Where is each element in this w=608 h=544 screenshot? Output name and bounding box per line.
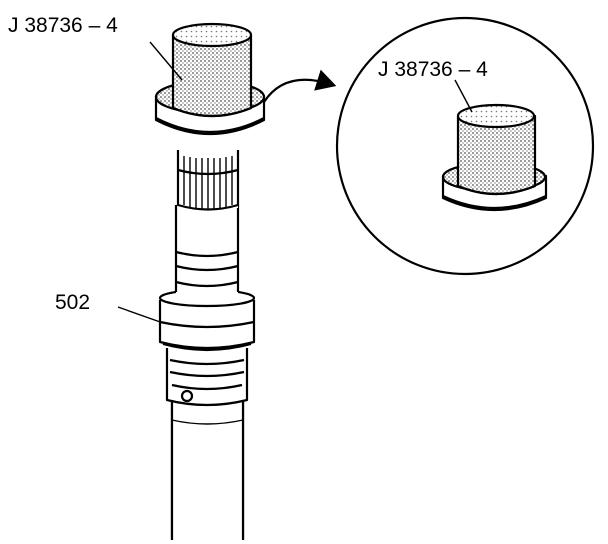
leader-tool-main (149, 41, 183, 81)
tool-installed (154, 22, 266, 135)
detail-arrow (263, 69, 337, 103)
shaft-hole (180, 389, 194, 403)
leader-tool-detail (454, 79, 473, 113)
detail-view (335, 16, 595, 276)
shaft-assembly (158, 140, 256, 540)
label-tool-detail: J 38736 – 4 (378, 58, 488, 81)
spline-section (176, 140, 240, 211)
leader-part (117, 306, 164, 324)
collar-502 (158, 288, 256, 352)
label-tool-main: J 38736 – 4 (8, 14, 118, 37)
label-part-502: 502 (55, 291, 90, 314)
